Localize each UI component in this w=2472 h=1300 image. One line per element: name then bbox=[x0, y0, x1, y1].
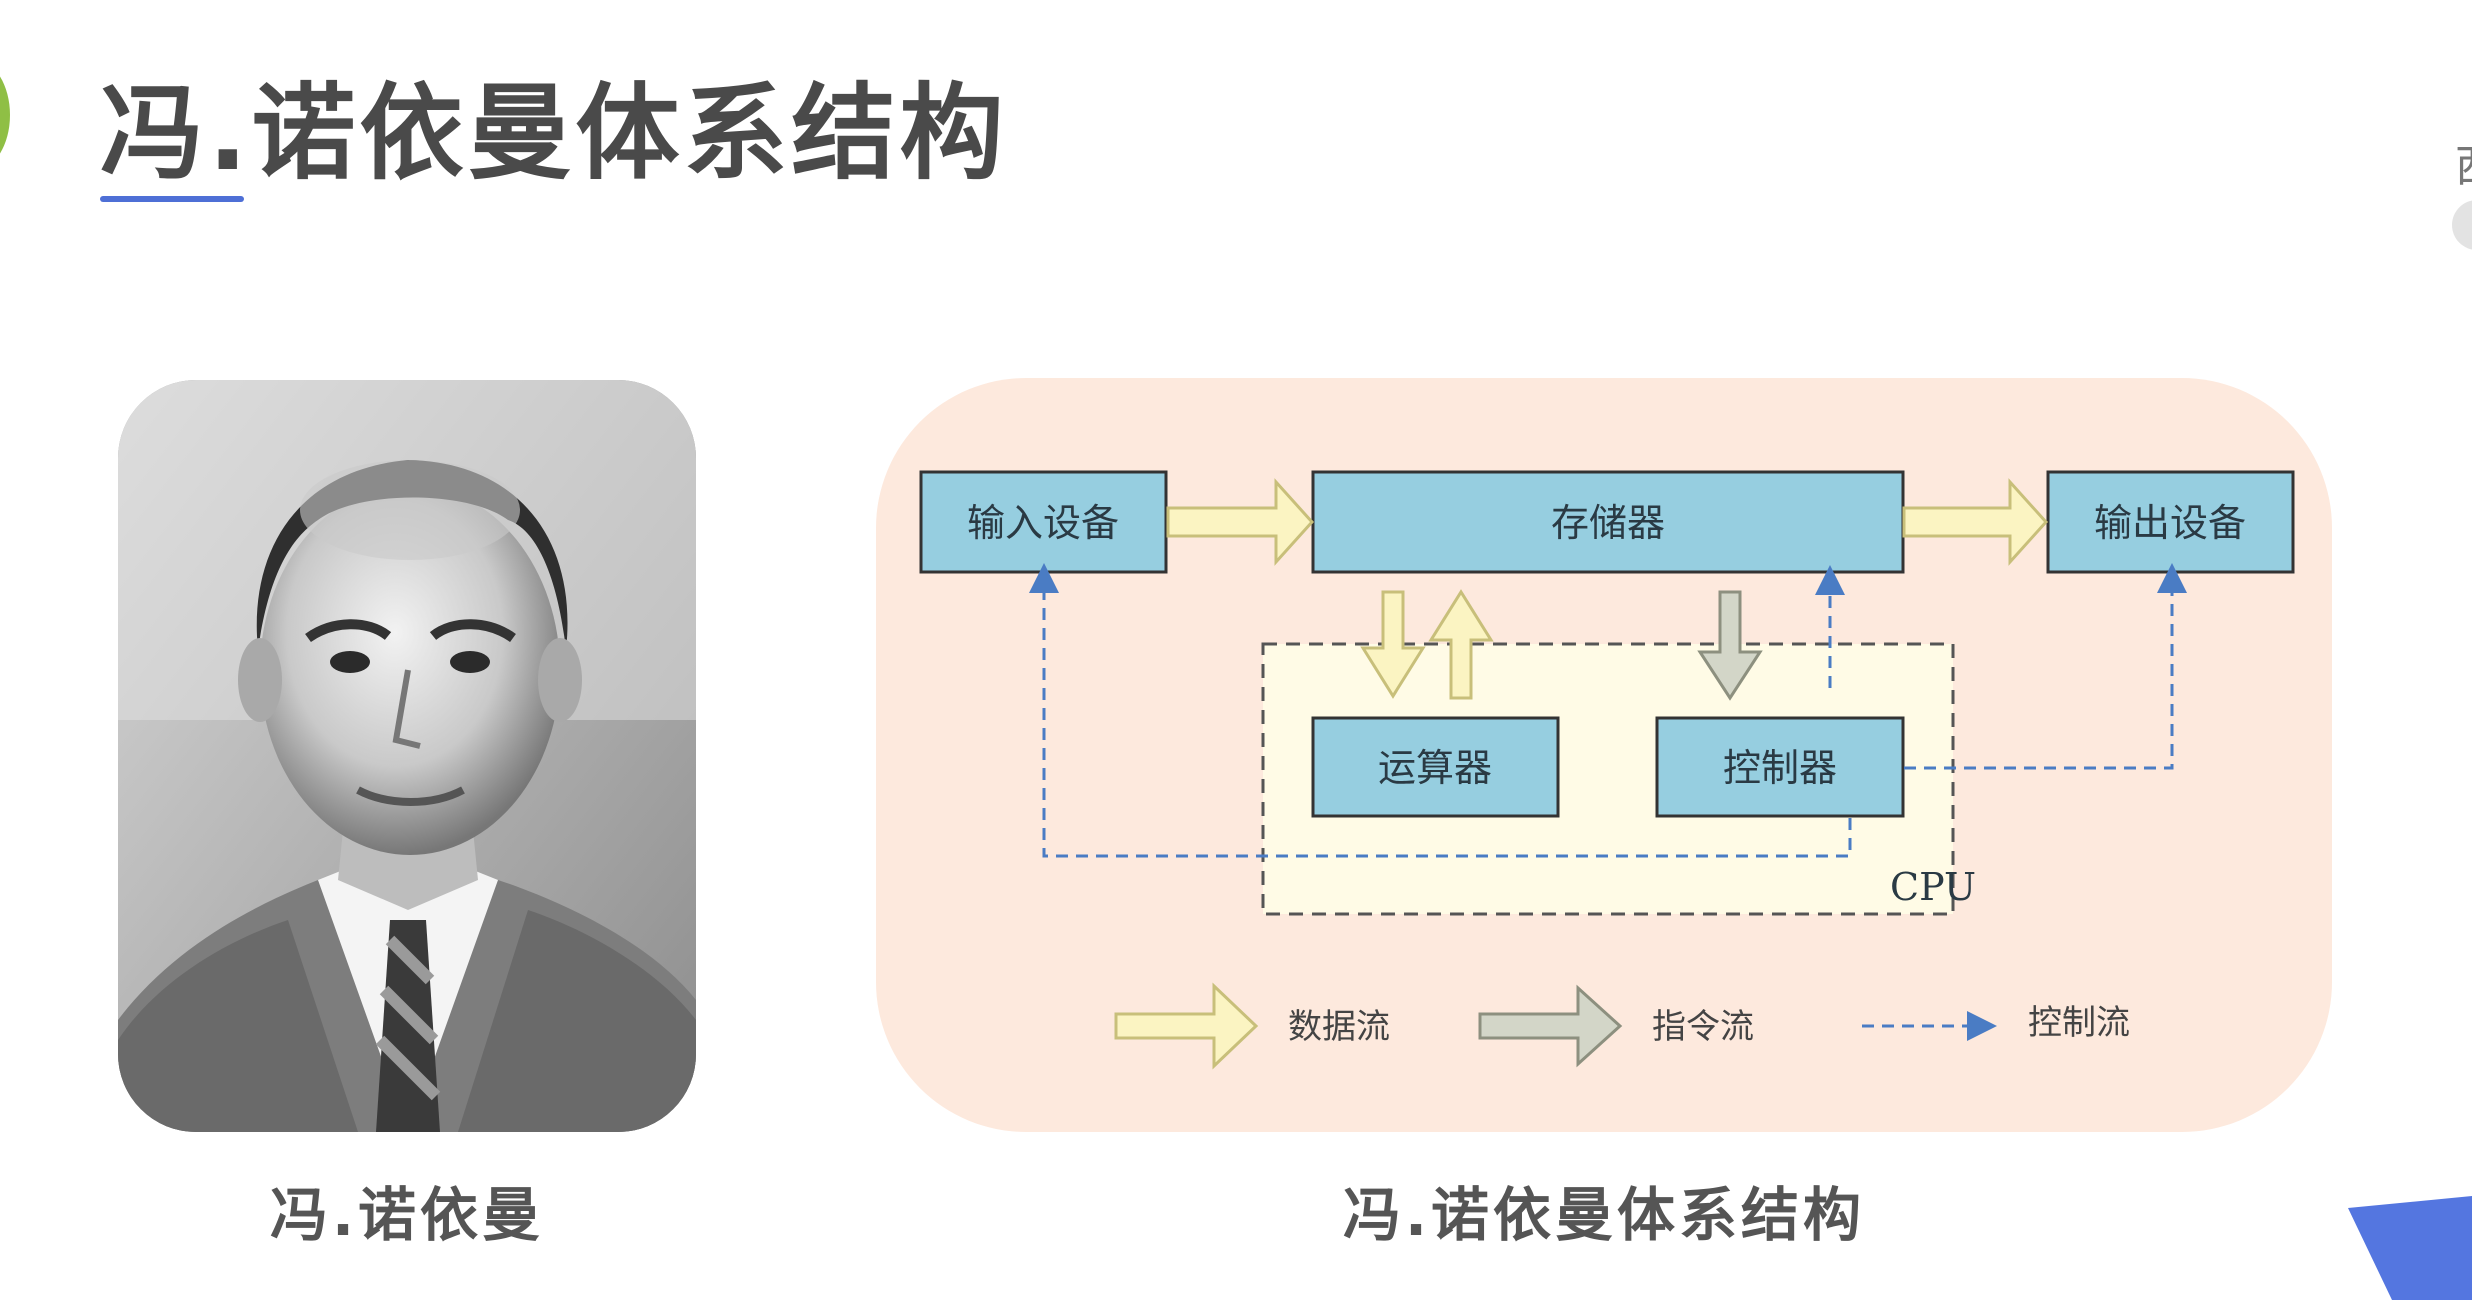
legend-instruction-flow-swatch bbox=[1478, 984, 1623, 1068]
data-arrow-memory-to-output bbox=[1902, 478, 2049, 566]
data-arrow-input-to-memory bbox=[1166, 478, 1315, 566]
partial-right-text: 西 bbox=[2455, 130, 2472, 194]
alu-label: 运算器 bbox=[1378, 746, 1492, 790]
decorative-pill bbox=[2452, 200, 2472, 250]
von-neumann-diagram: CPU 输入设备 存储器 输出设备 运算器 控制器 bbox=[919, 470, 2295, 1070]
alu-node: 运算器 bbox=[1311, 716, 1560, 818]
control-line-to-input bbox=[1029, 563, 1852, 858]
legend-data-flow-swatch bbox=[1114, 982, 1259, 1070]
control-line-to-output bbox=[1904, 563, 2187, 770]
portrait-photo bbox=[118, 380, 696, 1132]
diagram-caption: 冯.诺依曼体系结构 bbox=[1342, 1181, 1866, 1249]
decorative-circle bbox=[0, 60, 10, 170]
portrait-caption: 冯.诺依曼 bbox=[269, 1181, 545, 1249]
controller-label: 控制器 bbox=[1723, 746, 1837, 790]
legend-instruction-flow-label: 指令流 bbox=[1652, 1007, 1754, 1047]
title-underline bbox=[100, 196, 244, 202]
diagram-panel: CPU 输入设备 存储器 输出设备 运算器 控制器 bbox=[876, 378, 2332, 1132]
data-arrow-memory-to-alu bbox=[1360, 590, 1426, 699]
input-device-label: 输入设备 bbox=[967, 501, 1119, 545]
legend-data-flow-label: 数据流 bbox=[1288, 1007, 1390, 1047]
memory-label: 存储器 bbox=[1551, 501, 1665, 545]
legend: 数据流 指令流 控制流 bbox=[1114, 982, 2130, 1070]
slide-title: 冯.诺依曼体系结构 bbox=[100, 72, 1008, 194]
output-device-node: 输出设备 bbox=[2046, 470, 2295, 574]
data-arrow-alu-to-memory bbox=[1428, 589, 1494, 700]
legend-control-flow-label: 控制流 bbox=[2028, 1003, 2130, 1043]
memory-node: 存储器 bbox=[1311, 470, 1905, 574]
output-device-label: 输出设备 bbox=[2094, 501, 2246, 545]
input-device-node: 输入设备 bbox=[919, 470, 1168, 574]
cpu-label: CPU bbox=[1890, 865, 1976, 909]
portrait-illustration bbox=[118, 380, 696, 1132]
instruction-arrow-memory-to-controller bbox=[1697, 590, 1763, 701]
controller-node: 控制器 bbox=[1655, 716, 1905, 818]
